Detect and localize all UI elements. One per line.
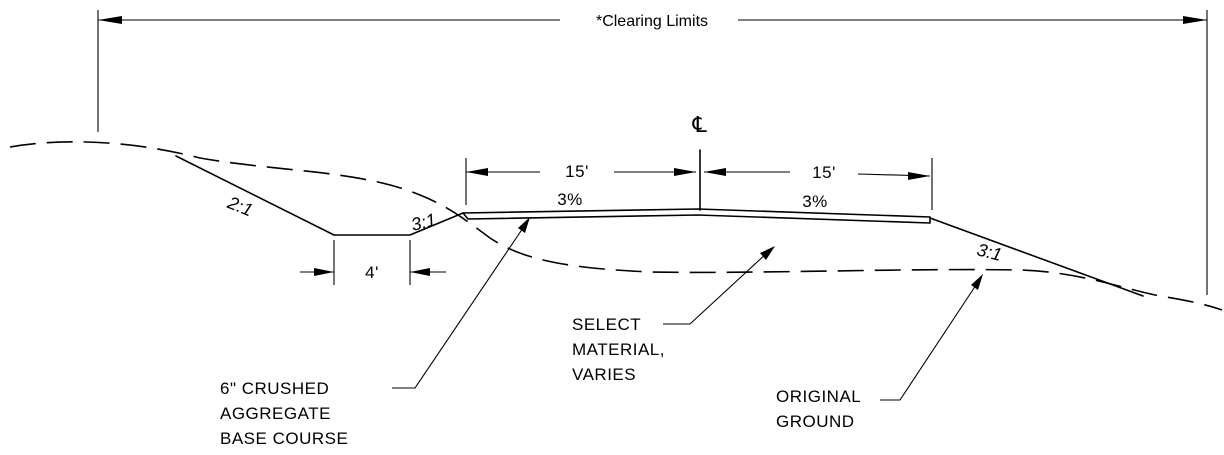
base-course-line-1: 6" CRUSHED <box>220 379 329 398</box>
lane-left-arrow-start <box>466 168 488 176</box>
base-course-leader <box>392 224 526 389</box>
select-material-line-2: MATERIAL, <box>572 340 665 359</box>
ditch-width-label: 4' <box>365 263 379 282</box>
ditch-arrow-right <box>410 268 430 276</box>
original-ground-callout: ORIGINAL GROUND <box>776 274 983 431</box>
clearing-limit-arrow-right <box>1183 16 1207 24</box>
aggregate-base-course-layer <box>462 208 931 224</box>
select-material-line-3: VARIES <box>572 365 636 384</box>
original-ground-line-2: GROUND <box>776 412 855 431</box>
centerline-symbol: ℄ <box>692 112 708 137</box>
right-fill-slope <box>929 217 1144 297</box>
original-ground-leader <box>880 281 979 401</box>
original-ground-line-1: ORIGINAL <box>776 387 861 406</box>
clearing-limits-label: *Clearing Limits <box>596 13 708 30</box>
lane-right-arrow-start <box>704 168 726 176</box>
slope-left-inner-label: 3:1 <box>409 209 438 234</box>
cross-slope-right-label: 3% <box>802 192 828 211</box>
lane-width-right-label: 15' <box>812 163 836 182</box>
left-slope-and-ditch <box>175 155 464 236</box>
cross-slope-left-label: 3% <box>557 190 583 209</box>
ditch-width-dimension: 4' <box>300 240 446 285</box>
lane-right-arrow-end <box>908 172 930 180</box>
lane-width-left-label: 15' <box>565 162 589 181</box>
base-course-line-2: AGGREGATE <box>220 404 331 423</box>
slope-left-outer-label: 2:1 <box>224 192 256 220</box>
select-material-leader <box>663 251 769 325</box>
lane-left-arrow-end <box>674 168 696 176</box>
base-course-arrow <box>518 217 530 233</box>
select-material-arrow <box>760 246 775 260</box>
base-course-line-3: BASE COURSE <box>220 429 348 448</box>
finished-section-profile <box>175 155 1144 297</box>
base-course-callout: 6" CRUSHED AGGREGATE BASE COURSE <box>220 217 530 448</box>
select-material-line-1: SELECT <box>572 315 641 334</box>
select-material-callout: SELECT MATERIAL, VARIES <box>572 246 775 384</box>
lane-width-dimensions: 15' 15' <box>465 158 933 210</box>
clearing-limit-arrow-left <box>98 16 122 24</box>
original-ground-arrow <box>971 274 983 290</box>
clearing-limits-dimension: *Clearing Limits <box>97 10 1208 295</box>
ditch-arrow-left <box>314 268 334 276</box>
original-ground-line <box>9 140 1223 311</box>
centerline-marker: ℄ <box>692 112 708 211</box>
